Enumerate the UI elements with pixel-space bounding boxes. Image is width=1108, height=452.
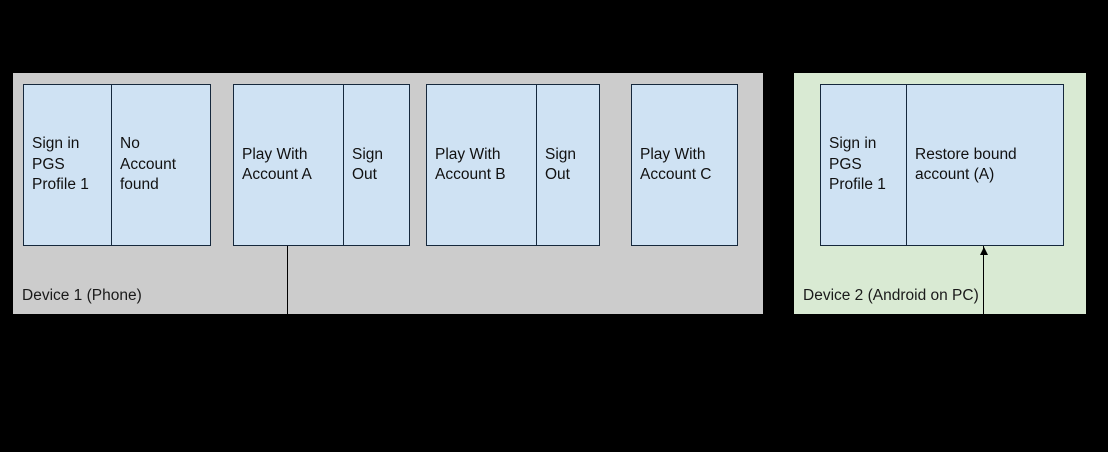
- cell-play-with-account-b-label: Play With Account B: [435, 145, 506, 183]
- device-panel-label-2: Device 2 (Android on PC): [803, 287, 979, 304]
- cell-sign-out-b[interactable]: Sign Out: [536, 85, 601, 245]
- cell-no-account-found[interactable]: No Account found: [111, 85, 212, 245]
- connector-restore-target: [983, 246, 985, 316]
- cell-sign-out-a-label: Sign Out: [352, 145, 384, 183]
- step-account-b[interactable]: Play With Account B Sign Out: [426, 84, 600, 246]
- cell-play-with-account-b[interactable]: Play With Account B: [427, 85, 536, 245]
- device-panel-label-1: Device 1 (Phone): [22, 287, 142, 304]
- cell-play-with-account-a[interactable]: Play With Account A: [234, 85, 343, 245]
- cell-play-with-account-a-label: Play With Account A: [242, 145, 312, 183]
- cell-play-with-account-c[interactable]: Play With Account C: [632, 85, 739, 245]
- cell-sign-in-pgs-profile-1-d2-label: Sign in PGS Profile 1: [829, 135, 886, 194]
- connector-restore-target-arrowhead-icon: [979, 247, 988, 255]
- connector-account-a-source: [287, 246, 289, 315]
- step-account-a[interactable]: Play With Account A Sign Out: [233, 84, 410, 246]
- cell-play-with-account-c-label: Play With Account C: [640, 145, 712, 183]
- cell-sign-out-b-label: Sign Out: [545, 145, 577, 183]
- cell-sign-in-pgs-profile-1-d2[interactable]: Sign in PGS Profile 1: [821, 85, 906, 245]
- cell-restore-bound-account-a-label: Restore bound account (A): [915, 145, 1017, 183]
- cell-sign-out-a[interactable]: Sign Out: [343, 85, 411, 245]
- cell-sign-in-pgs-profile-1-label: Sign in PGS Profile 1: [32, 135, 89, 194]
- cell-restore-bound-account-a[interactable]: Restore bound account (A): [906, 85, 1065, 245]
- cell-sign-in-pgs-profile-1[interactable]: Sign in PGS Profile 1: [24, 85, 111, 245]
- step-account-c[interactable]: Play With Account C: [631, 84, 738, 246]
- cell-no-account-found-label: No Account found: [120, 135, 177, 194]
- step-restore-bound-account[interactable]: Sign in PGS Profile 1 Restore bound accou…: [820, 84, 1064, 246]
- step-signin-profile1[interactable]: Sign in PGS Profile 1 No Account found: [23, 84, 211, 246]
